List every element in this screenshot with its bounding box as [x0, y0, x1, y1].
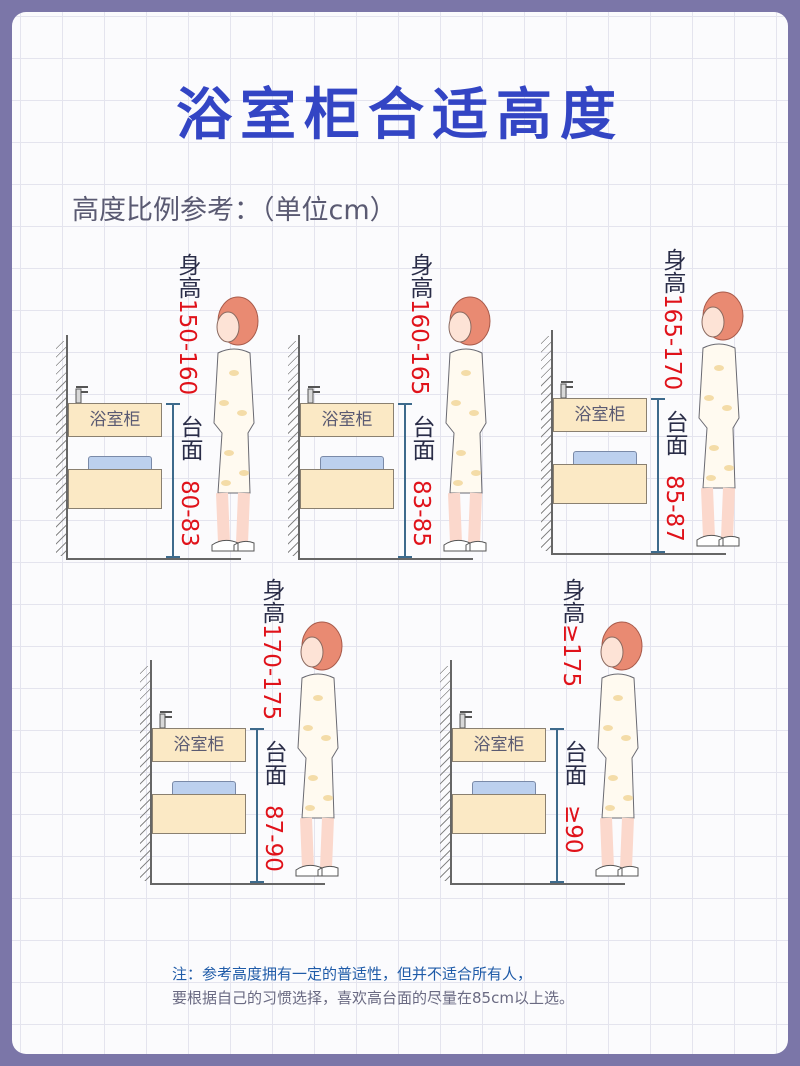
body-height-label: 身高150-160	[174, 253, 200, 395]
height-panel-1: 浴室柜 身高150-160 台面 80-83	[56, 253, 326, 655]
cabinet-label: 浴室柜	[321, 410, 373, 430]
woman-figure	[588, 618, 648, 883]
counter-label: 台面	[661, 410, 687, 456]
faucet-icon	[306, 383, 322, 404]
counter-label: 台面	[408, 415, 434, 461]
faucet-icon	[458, 708, 474, 729]
wall	[66, 335, 68, 560]
woman-figure	[204, 293, 264, 558]
counter-label: 台面	[260, 740, 286, 786]
faucet-icon	[74, 383, 90, 404]
height-label: 身高	[558, 578, 584, 624]
height-label: 身高	[406, 253, 432, 299]
counter-height-value: ≥90	[560, 805, 586, 854]
body-height-value: 150-160	[174, 299, 200, 396]
body-height-label: 身高≥175	[558, 578, 584, 687]
faucet-icon	[158, 708, 174, 729]
cabinet-top: 浴室柜	[68, 403, 162, 437]
height-label: 身高	[174, 253, 200, 299]
wall	[551, 330, 553, 555]
body-height-value: 170-175	[258, 624, 284, 721]
cabinet-lower	[68, 469, 162, 509]
counter-height-value: 87-90	[260, 805, 286, 872]
height-panel-2: 浴室柜 身高160-165 台面 83-85	[288, 253, 558, 655]
height-panel-3: 浴室柜 身高165-170 台面 85-87	[541, 248, 800, 650]
wall-hatch	[440, 666, 450, 881]
note-line-1: 注：参考高度拥有一定的普适性，但并不适合所有人，	[172, 965, 533, 983]
cabinet-top: 浴室柜	[300, 403, 394, 437]
cabinet-label: 浴室柜	[89, 410, 141, 430]
cabinet-top: 浴室柜	[553, 398, 647, 432]
counter-height-value: 83-85	[408, 480, 434, 547]
dimension-line	[550, 728, 564, 883]
body-height-value: ≥175	[558, 624, 584, 688]
dimension-line	[651, 398, 665, 553]
floor	[298, 558, 473, 560]
wall-hatch	[56, 341, 66, 556]
floor	[150, 883, 325, 885]
floor	[66, 558, 241, 560]
body-height-value: 160-165	[406, 299, 432, 396]
wall-hatch	[541, 336, 551, 551]
woman-figure	[436, 293, 496, 558]
counter-height-value: 80-83	[176, 480, 202, 547]
wall	[450, 660, 452, 885]
floor	[450, 883, 625, 885]
counter-label: 台面	[176, 415, 202, 461]
wall	[298, 335, 300, 560]
floor	[551, 553, 726, 555]
cabinet-lower	[452, 794, 546, 834]
height-panel-4: 浴室柜 身高170-175 台面 87-90	[140, 578, 410, 980]
wall	[150, 660, 152, 885]
cabinet-label: 浴室柜	[473, 735, 525, 755]
counter-label: 台面	[560, 740, 586, 786]
wall-hatch	[140, 666, 150, 881]
dimension-line	[398, 403, 412, 558]
cabinet-lower	[300, 469, 394, 509]
cabinet-lower	[152, 794, 246, 834]
dimension-line	[166, 403, 180, 558]
body-height-value: 165-170	[659, 294, 685, 391]
wall-hatch	[288, 341, 298, 556]
dimension-line	[250, 728, 264, 883]
body-height-label: 身高170-175	[258, 578, 284, 720]
cabinet-lower	[553, 464, 647, 504]
subtitle: 高度比例参考：（单位cm）	[72, 195, 397, 226]
height-label: 身高	[258, 578, 284, 624]
body-height-label: 身高160-165	[406, 253, 432, 395]
note-line-2: 要根据自己的习惯选择，喜欢高台面的尽量在85cm以上选。	[172, 989, 574, 1007]
cabinet-top: 浴室柜	[452, 728, 546, 762]
cabinet-label: 浴室柜	[173, 735, 225, 755]
body-height-label: 身高165-170	[659, 248, 685, 390]
counter-height-value: 85-87	[661, 475, 687, 542]
woman-figure	[288, 618, 348, 883]
infographic-card: 浴室柜合适高度 高度比例参考：（单位cm） 浴室柜 身高150-160 台面 8…	[12, 12, 788, 1054]
woman-figure	[689, 288, 749, 553]
faucet-icon	[559, 378, 575, 399]
page-title: 浴室柜合适高度	[176, 83, 624, 148]
height-panel-5: 浴室柜 身高≥175 台面 ≥90	[440, 578, 710, 980]
cabinet-top: 浴室柜	[152, 728, 246, 762]
note: 注：参考高度拥有一定的普适性，但并不适合所有人， 要根据自己的习惯选择，喜欢高台…	[172, 962, 574, 1010]
height-label: 身高	[659, 248, 685, 294]
cabinet-label: 浴室柜	[574, 405, 626, 425]
